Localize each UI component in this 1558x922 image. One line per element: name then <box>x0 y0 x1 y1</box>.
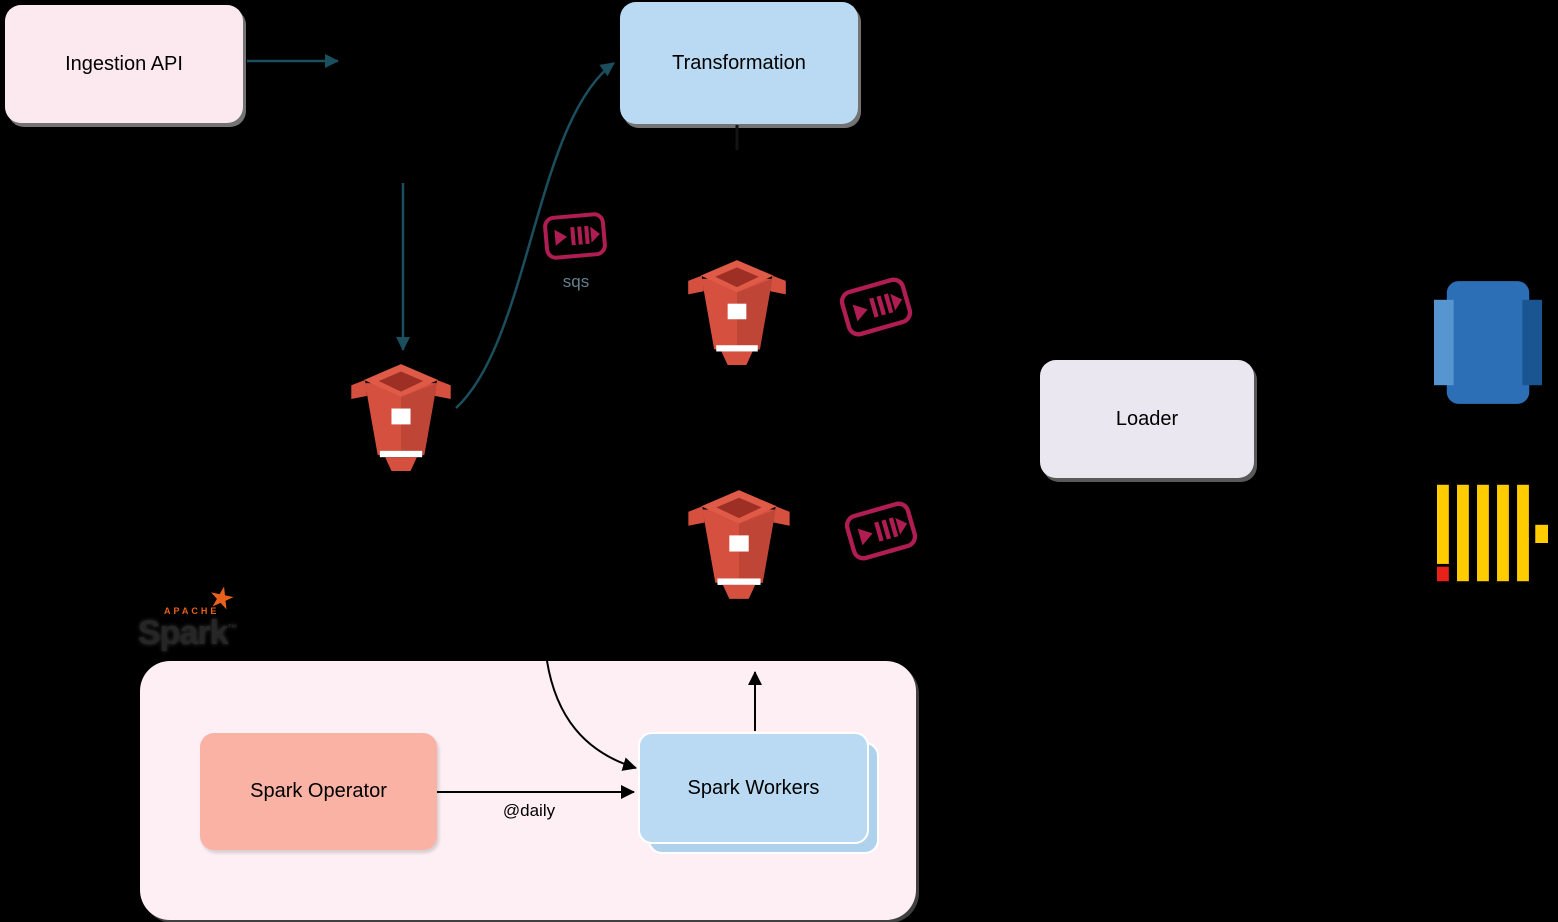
redshift-icon <box>1434 281 1542 404</box>
sqs-icon <box>835 273 916 340</box>
loader-label: Loader <box>1115 407 1179 430</box>
transformation-node: Transformation <box>620 2 858 124</box>
spark-star-icon: ★ <box>204 579 239 618</box>
trademark-symbol: ™ <box>227 623 238 635</box>
spark-operator-label: Spark Operator <box>250 780 387 802</box>
sqs-edge-label: sqs <box>562 272 590 291</box>
spark-wordmark: Spark™ <box>138 614 238 652</box>
loader-node: Loader <box>1040 360 1254 478</box>
spark-workers-node: Spark Workers <box>638 732 879 854</box>
spark-workers-label: Spark Workers <box>687 776 820 799</box>
sqs-icon <box>541 210 609 261</box>
s3-bucket-icon <box>682 258 792 366</box>
ingestion-api-label: Ingestion API <box>65 52 183 75</box>
apache-text: APACHE <box>164 606 220 616</box>
daily-edge-label: @daily <box>502 801 556 820</box>
spark-operator-node: Spark Operator <box>200 733 437 850</box>
spark-workers-front: Spark Workers <box>638 732 869 844</box>
s3-bucket-icon <box>684 488 794 600</box>
clickhouse-logo-icon <box>1437 484 1548 582</box>
apache-spark-logo: APACHE Spark™ ★ <box>138 580 268 654</box>
s3-bucket-icon <box>345 362 457 472</box>
ingestion-api-node: Ingestion API <box>5 5 243 123</box>
sqs-icon <box>840 497 921 564</box>
transformation-label: Transformation <box>672 51 806 74</box>
